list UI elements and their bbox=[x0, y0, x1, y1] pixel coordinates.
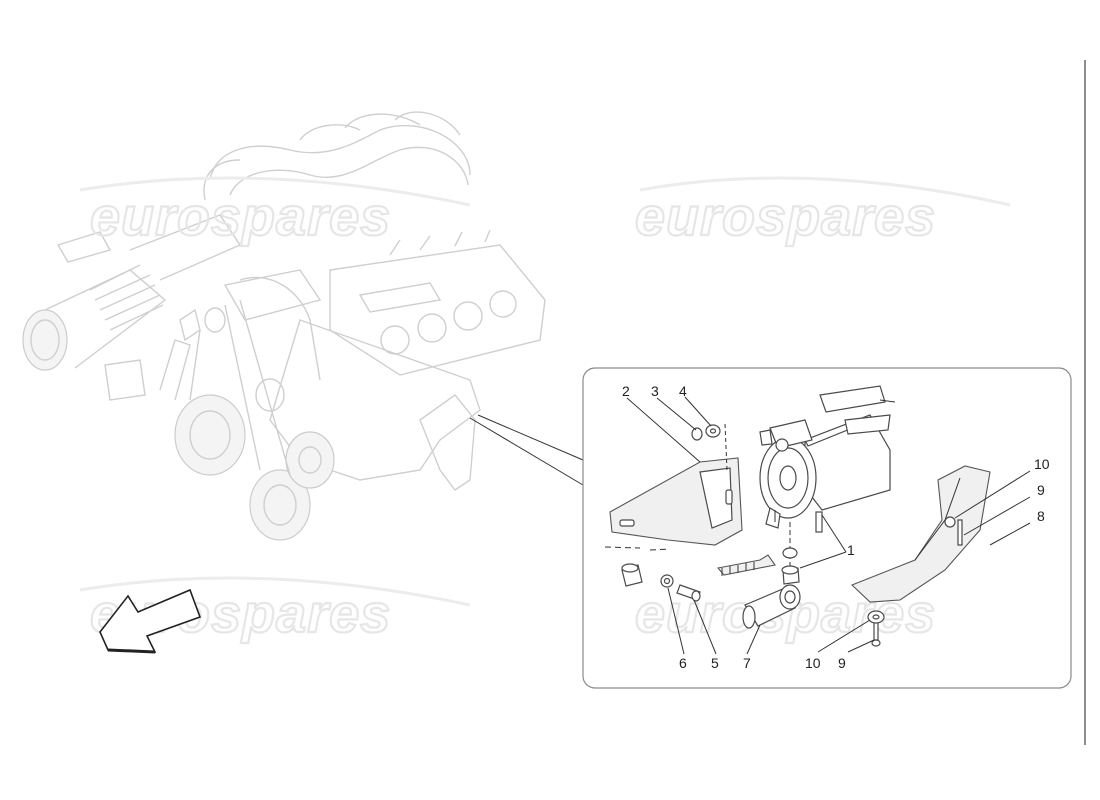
heat-shield-part bbox=[850, 465, 991, 603]
watermark-text: eurospares bbox=[635, 187, 936, 247]
callout-7: 7 bbox=[743, 655, 751, 671]
callout-8: 8 bbox=[1037, 508, 1045, 524]
watermark-text: eurospares bbox=[90, 187, 391, 247]
detail-frame bbox=[582, 367, 1072, 689]
engine-illustration bbox=[22, 111, 546, 541]
callout-6: 6 bbox=[679, 655, 687, 671]
callout-1: 1 bbox=[847, 542, 855, 558]
callout-2: 2 bbox=[622, 383, 630, 399]
front-direction-arrow-icon bbox=[99, 588, 202, 654]
screw-part bbox=[957, 519, 963, 546]
pipe-part bbox=[742, 584, 801, 629]
detail-pointer bbox=[469, 414, 584, 486]
callout-9-bottom: 9 bbox=[838, 655, 846, 671]
callout-labels: 2 3 4 1 6 5 7 10 9 8 10 9 bbox=[622, 383, 1050, 671]
callout-3: 3 bbox=[651, 383, 659, 399]
callout-4: 4 bbox=[679, 383, 687, 399]
callout-10-right: 10 bbox=[1034, 456, 1050, 472]
callout-leaders bbox=[626, 396, 1031, 655]
parts-group bbox=[604, 385, 991, 647]
callout-5: 5 bbox=[711, 655, 719, 671]
starter-motor-part bbox=[759, 385, 896, 570]
callout-10-bottom: 10 bbox=[805, 655, 821, 671]
nut-part bbox=[691, 427, 703, 441]
callout-9-right: 9 bbox=[1037, 482, 1045, 498]
